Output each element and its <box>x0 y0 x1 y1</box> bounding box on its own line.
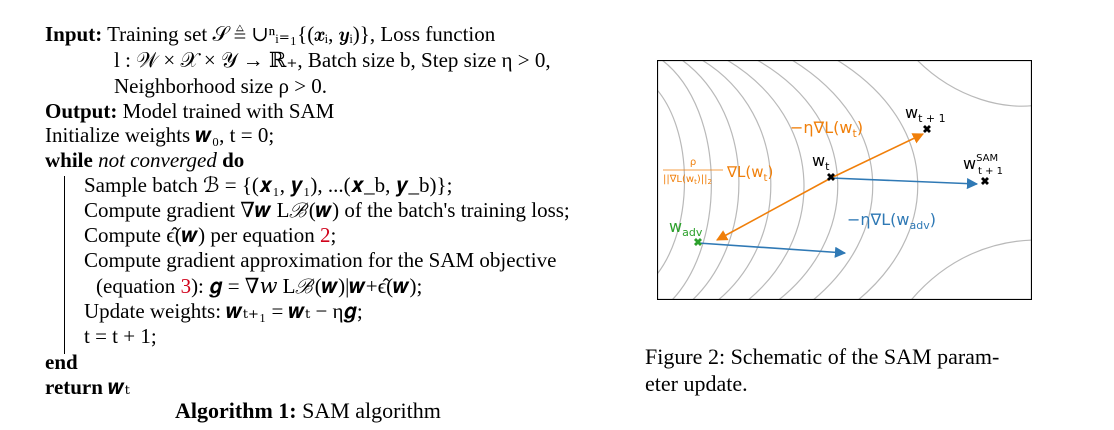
equation-ref-3[interactable]: 3 <box>180 274 192 298</box>
loop-line-epsilon: Compute ϵ̂(𝒘) per equation 2; <box>84 223 337 247</box>
loop-line-equation: (equation 3): 𝒈 = ∇𝑤 Lℬ(𝒘)|𝒘+ϵ̂(𝒘); <box>96 274 422 298</box>
figure-frame <box>657 60 1032 300</box>
contour-line <box>726 60 805 300</box>
w-adv-point: ✖ <box>693 237 702 249</box>
equation-prefix: (equation <box>96 274 176 298</box>
contour-line <box>916 60 1032 107</box>
output-text: Model trained with SAM <box>122 99 335 123</box>
while-keyword: while <box>45 148 93 172</box>
algorithm-caption: Algorithm 1: SAM algorithm <box>175 399 441 423</box>
figure-caption-line-2: eter update. <box>645 371 748 396</box>
equation-suffix: ): 𝒈 = ∇𝑤 Lℬ(𝒘)|𝒘+ϵ̂(𝒘); <box>191 274 423 298</box>
return-keyword: return <box>45 375 103 399</box>
contour-line <box>791 60 874 300</box>
sam-step-arrow <box>830 177 979 190</box>
label-orange-gradient: −η∇L(wt) <box>790 118 863 140</box>
input-line-2: l : 𝒲 × 𝒳 × 𝒴 → ℝ₊, Batch size b, Step s… <box>114 48 551 72</box>
output-label: Output: <box>45 99 118 123</box>
return-line: return 𝒘ₜ <box>45 375 130 399</box>
contour-line <box>681 60 740 300</box>
figure-caption-text-1: Schematic of the SAM param- <box>730 344 1000 369</box>
input-line-1: Input: Training set 𝒮 ≜ ∪ⁿᵢ₌₁{(𝒙ᵢ, 𝒚ᵢ)},… <box>45 22 495 46</box>
algorithm-caption-text: SAM algorithm <box>302 398 441 423</box>
contour-lines <box>657 60 1032 300</box>
return-value: 𝒘ₜ <box>108 375 130 399</box>
label-w-adv: wadv <box>669 217 703 239</box>
figure-caption-line-1: Figure 2: Schematic of the SAM param- <box>645 343 999 370</box>
epsilon-text: Compute ϵ̂(𝒘) per equation <box>84 223 315 247</box>
loop-line-sample: Sample batch ℬ = {(𝒙₁, 𝒚₁), ...(𝒙_b, 𝒚_b… <box>84 173 453 197</box>
contour-line <box>910 239 1032 300</box>
loop-line-gradient: Compute gradient ∇𝒘 Lℬ(𝒘) of the batch's… <box>84 198 570 222</box>
loop-body-rule <box>64 176 65 354</box>
figure-caption-label: Figure 2: <box>645 344 726 369</box>
perturbation-arrow <box>716 177 832 241</box>
label-w-t: wt <box>812 151 830 173</box>
orange-step-arrow <box>830 133 925 179</box>
loop-line-sam-approx: Compute gradient approximation for the S… <box>84 248 557 272</box>
output-line: Output: Model trained with SAM <box>45 99 334 123</box>
svg-text:ρ: ρ <box>690 157 696 168</box>
label-w-t1: wt + 1 <box>905 103 946 125</box>
equation-ref-2[interactable]: 2 <box>320 223 331 247</box>
input-label: Input: <box>45 22 103 46</box>
algorithm-caption-label: Algorithm 1: <box>175 398 297 423</box>
init-line: Initialize weights 𝒘₀, t = 0; <box>45 123 275 147</box>
adv-gradient-arrow <box>697 242 847 258</box>
contour-line <box>657 89 686 276</box>
while-line: while not converged do <box>45 148 244 172</box>
w-t-point: ✖ <box>826 172 835 184</box>
svg-text:∇L(wt): ∇L(wt) <box>726 163 773 184</box>
loop-line-update: Update weights: 𝒘ₜ₊₁ = 𝒘ₜ − η𝒈; <box>84 299 363 323</box>
w-t1-point: ✖ <box>922 124 931 136</box>
end-keyword: end <box>45 350 78 374</box>
contour-line <box>756 60 839 300</box>
contour-line <box>661 60 712 300</box>
loop-line-increment: t = t + 1; <box>84 324 157 348</box>
while-condition: not converged <box>98 148 217 172</box>
w-sam-point: ✖ <box>980 176 989 188</box>
contour-line <box>701 60 772 300</box>
label-blue-gradient: −η∇L(wadv) <box>847 210 936 232</box>
input-line-3: Neighborhood size ρ > 0. <box>114 74 328 98</box>
do-keyword: do <box>222 148 245 172</box>
label-perturbation: ρ ||∇L(wt)||2 ∇L(wt) <box>663 157 773 186</box>
input-text-1: Training set 𝒮 ≜ ∪ⁿᵢ₌₁{(𝒙ᵢ, 𝒚ᵢ)}, Loss f… <box>107 22 496 46</box>
contour-line <box>836 60 919 300</box>
svg-text:||∇L(wt)||2: ||∇L(wt)||2 <box>663 174 712 186</box>
